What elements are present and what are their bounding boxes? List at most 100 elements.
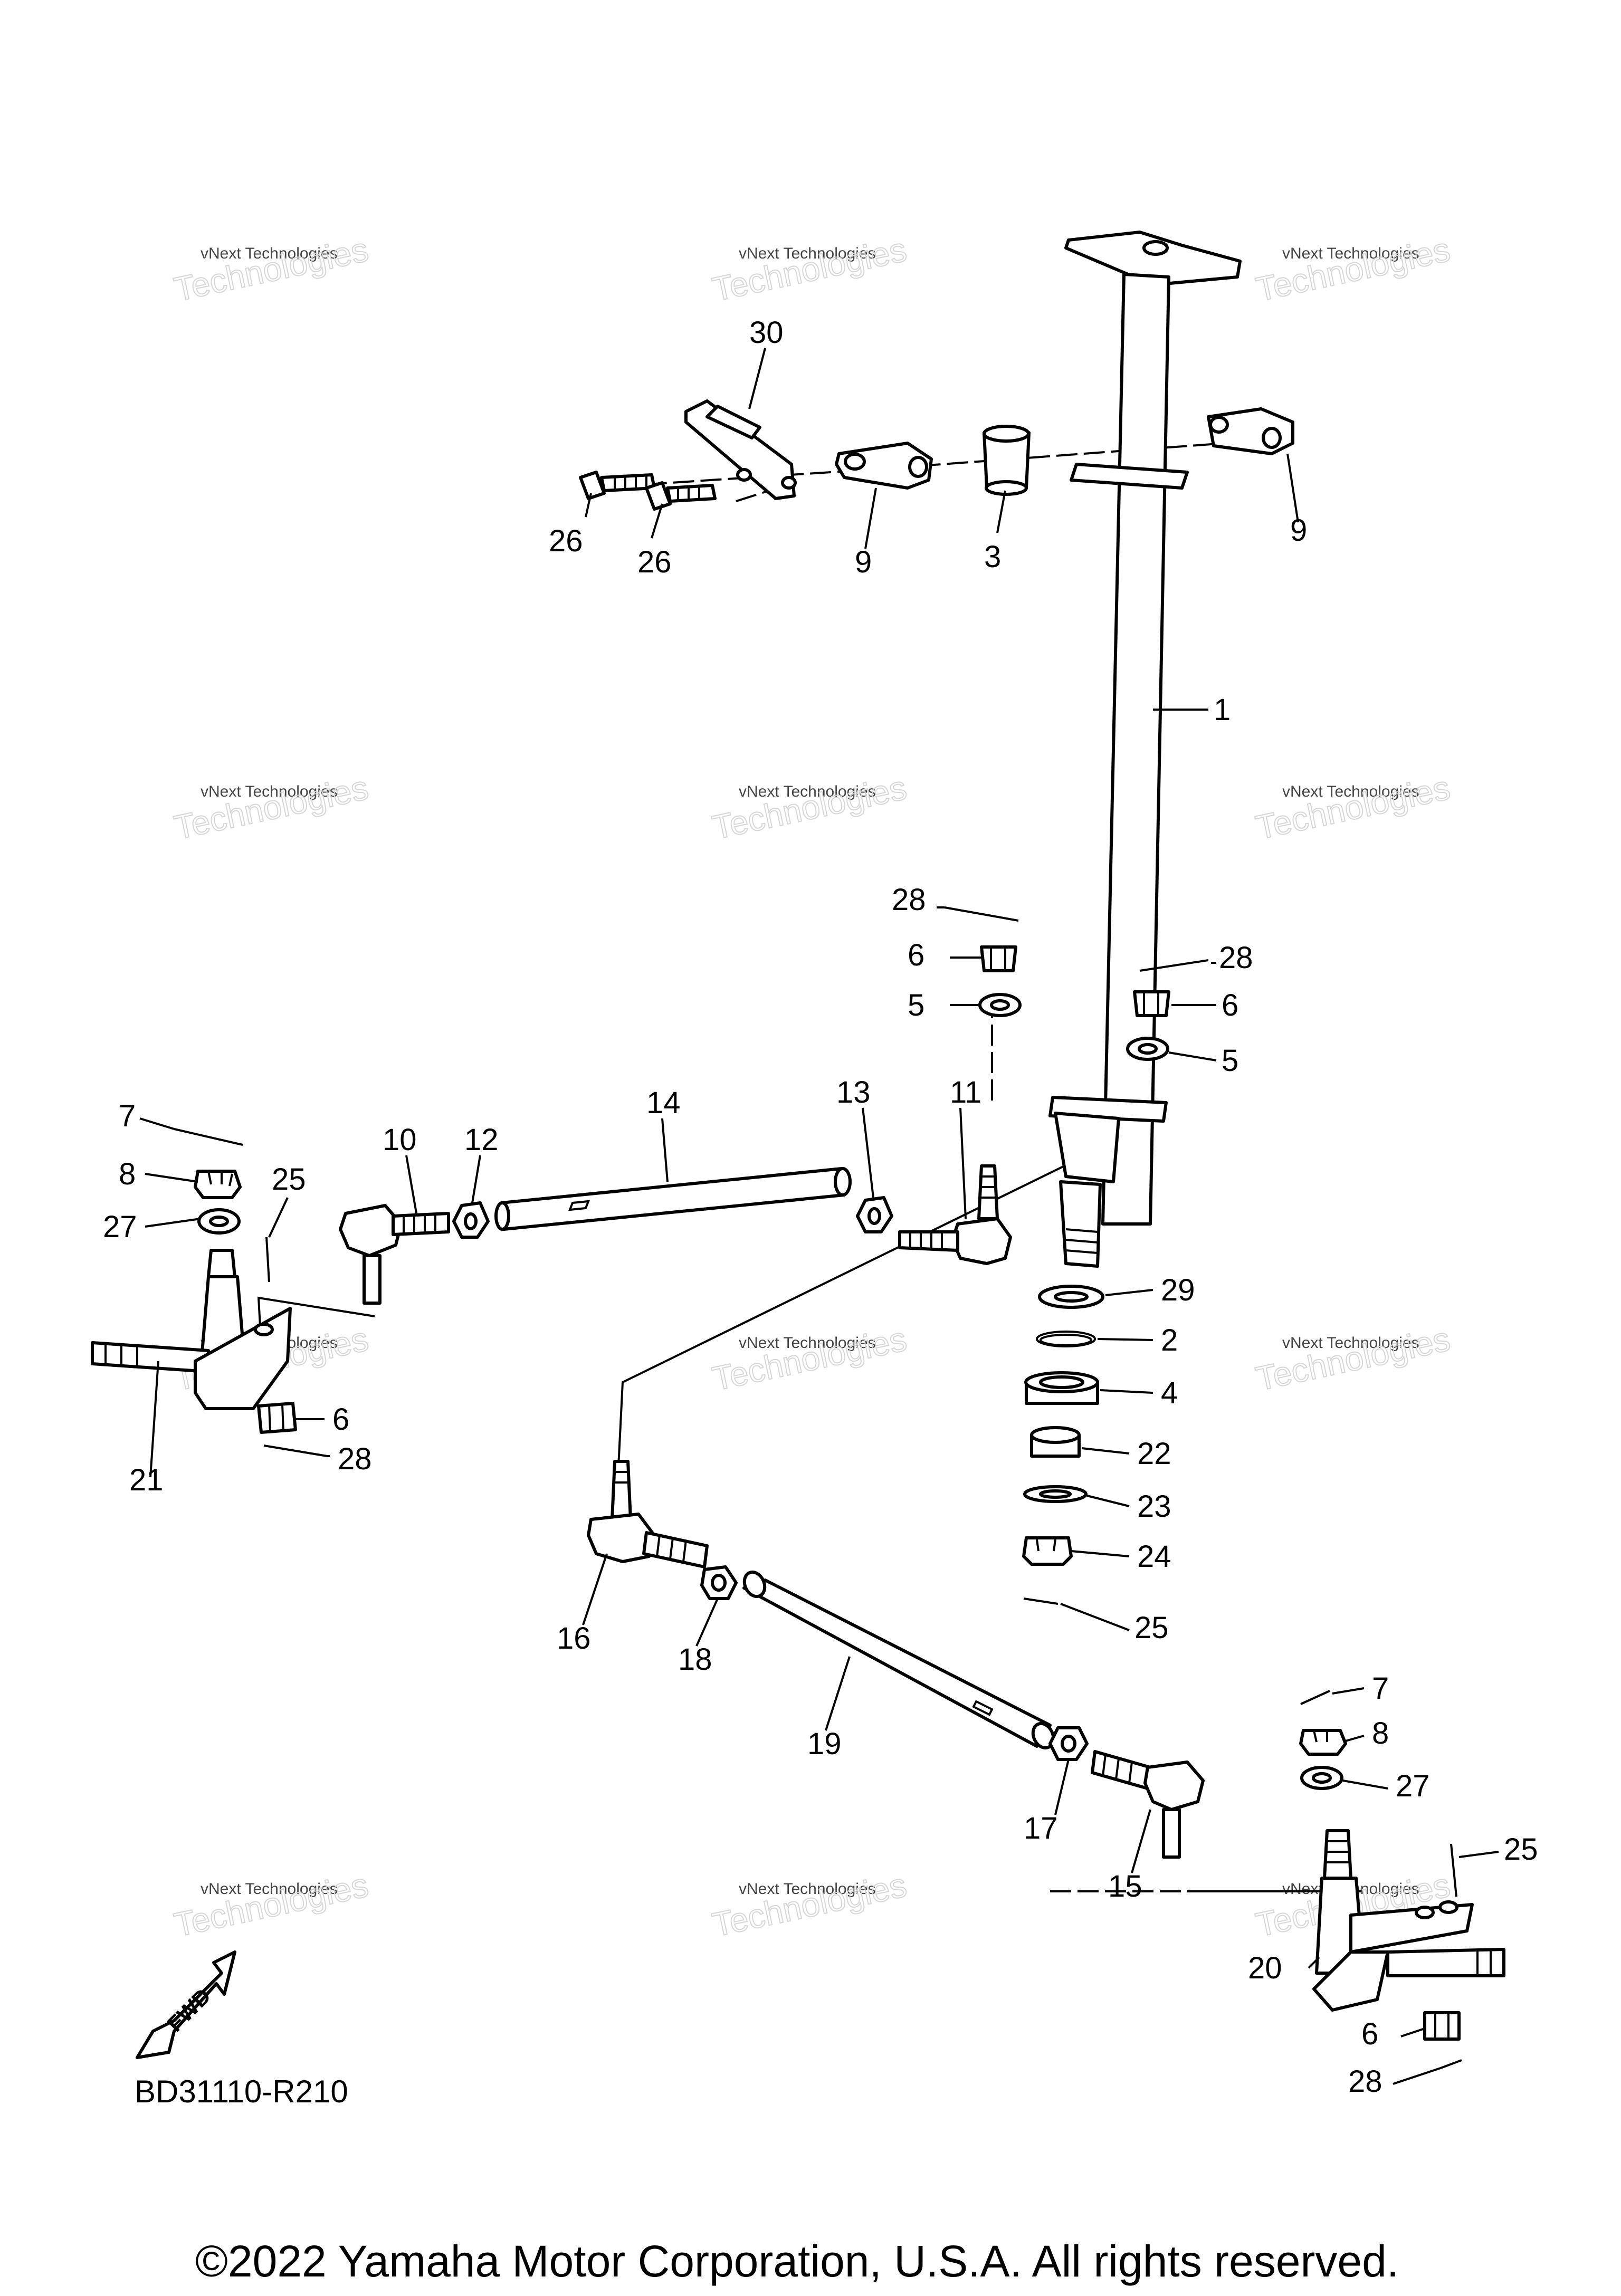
watermark: vNext Technologies Technologies xyxy=(709,768,910,847)
tie-rod-end-left-lower[interactable] xyxy=(587,1460,709,1568)
watermark: vNext Technologies Technologies xyxy=(709,230,910,309)
callout-24: 24 xyxy=(1137,1539,1171,1574)
washer-plate[interactable] xyxy=(1023,1485,1088,1503)
bolt-lower[interactable] xyxy=(645,481,717,511)
tie-rod-end-right-upper[interactable] xyxy=(898,1164,1012,1265)
callout-5: 5 xyxy=(908,988,924,1022)
callout-25: 25 xyxy=(1504,1832,1538,1867)
callout-8: 8 xyxy=(119,1157,136,1191)
hex-nut[interactable] xyxy=(452,1201,490,1239)
callout-15: 15 xyxy=(1108,1869,1142,1903)
tie-rod-lower[interactable] xyxy=(741,1569,1057,1752)
svg-text:Technologies: Technologies xyxy=(709,1866,910,1944)
watermark: vNext Technologies Technologies xyxy=(1252,230,1454,309)
steering-knuckle-right[interactable] xyxy=(1312,1829,1505,2012)
callout-3: 3 xyxy=(984,540,1001,574)
assembly-line-pitman xyxy=(616,1128,1140,1488)
svg-text:Technologies: Technologies xyxy=(1253,231,1453,309)
callout-28: 28 xyxy=(1348,2064,1382,2099)
callout-4: 4 xyxy=(1161,1376,1178,1410)
assembly-line-bolts xyxy=(736,482,795,502)
svg-text:vNext Technologies: vNext Technologies xyxy=(201,783,338,800)
tie-rod-upper[interactable] xyxy=(494,1167,852,1231)
forward-arrow-icon: FWD xyxy=(136,1950,236,2059)
watermark-layer: vNext Technologies Technologies vNext Te… xyxy=(170,230,1454,1945)
callout-17: 17 xyxy=(1024,1811,1058,1845)
callout-9: 9 xyxy=(1290,513,1307,548)
steering-column[interactable] xyxy=(1048,231,1242,1268)
svg-text:vNext Technologies: vNext Technologies xyxy=(1282,783,1419,800)
castle-nut[interactable] xyxy=(1133,990,1170,1017)
hex-nut[interactable] xyxy=(856,1196,893,1233)
watermark: vNext Technologies Technologies xyxy=(1252,1319,1454,1399)
callout-1: 1 xyxy=(1214,693,1231,727)
cotter-pin[interactable] xyxy=(1139,959,1209,972)
circlip[interactable] xyxy=(1036,1331,1096,1347)
cotter-pin[interactable] xyxy=(174,1128,243,1146)
callout-6: 6 xyxy=(908,938,924,972)
hex-nut[interactable] xyxy=(700,1565,738,1600)
callout-8: 8 xyxy=(1372,1716,1389,1750)
watermark: vNext Technologies Technologies xyxy=(709,1319,910,1399)
callout-28: 28 xyxy=(1219,941,1253,975)
cotter-pin[interactable] xyxy=(265,1237,270,1283)
washer[interactable] xyxy=(1126,1037,1169,1061)
cotter-pin[interactable] xyxy=(263,1444,328,1457)
castle-nut[interactable] xyxy=(1423,2011,1461,2041)
callout-29: 29 xyxy=(1161,1273,1195,1307)
svg-text:vNext Technologies: vNext Technologies xyxy=(739,1334,876,1352)
callout-26: 26 xyxy=(549,524,583,558)
callout-22: 22 xyxy=(1137,1437,1171,1471)
washer[interactable] xyxy=(197,1208,241,1235)
cotter-pin[interactable] xyxy=(1023,1597,1059,1605)
callout-20: 20 xyxy=(1248,1951,1282,1985)
svg-text:Technologies: Technologies xyxy=(171,769,371,847)
bearing[interactable] xyxy=(1024,1371,1099,1405)
steering-knuckle-left[interactable] xyxy=(91,1249,292,1410)
nut-lower[interactable] xyxy=(1022,1536,1073,1566)
collar[interactable] xyxy=(1030,1426,1081,1458)
washer[interactable] xyxy=(1300,1766,1343,1790)
svg-text:Technologies: Technologies xyxy=(709,231,910,309)
washer[interactable] xyxy=(978,993,1022,1017)
castle-nut[interactable] xyxy=(980,945,1017,972)
svg-text:Technologies: Technologies xyxy=(1253,769,1453,847)
oil-seal[interactable] xyxy=(1038,1285,1104,1309)
lock-nut[interactable] xyxy=(1299,1729,1347,1756)
watermark: vNext Technologies Technologies xyxy=(170,768,372,847)
callout-27: 27 xyxy=(1396,1769,1430,1803)
svg-text:vNext Technologies: vNext Technologies xyxy=(739,783,876,800)
svg-text:vNext Technologies: vNext Technologies xyxy=(739,245,876,262)
callout-6: 6 xyxy=(1222,988,1238,1022)
svg-text:vNext Technologies: vNext Technologies xyxy=(201,245,338,262)
watermark: vNext Technologies Technologies xyxy=(170,230,372,309)
callout-6: 6 xyxy=(1361,2017,1378,2051)
cotter-pin[interactable] xyxy=(1440,2059,1462,2069)
cotter-pin[interactable] xyxy=(1450,1843,1457,1897)
tie-rod-end-right-lower[interactable] xyxy=(1091,1750,1205,1859)
tie-rod-end-left-upper[interactable] xyxy=(339,1204,450,1305)
leader-lines xyxy=(139,348,1499,2085)
cotter-pin[interactable] xyxy=(944,906,1019,922)
callout-5: 5 xyxy=(1222,1044,1238,1078)
svg-text:vNext Technologies: vNext Technologies xyxy=(201,1880,338,1898)
assembly-lines xyxy=(257,439,1361,1892)
clamp-left[interactable] xyxy=(835,442,933,490)
clamp-right[interactable] xyxy=(1207,407,1294,455)
lock-nut[interactable] xyxy=(194,1170,242,1199)
watermark: vNext Technologies Technologies xyxy=(170,1866,372,1945)
callout-12: 12 xyxy=(464,1123,499,1157)
svg-text:Technologies: Technologies xyxy=(171,231,371,309)
cotter-pin[interactable] xyxy=(1300,1690,1330,1705)
bracket[interactable] xyxy=(684,399,797,500)
callout-6: 6 xyxy=(332,1402,349,1437)
bushing[interactable] xyxy=(983,425,1031,496)
callout-25: 25 xyxy=(272,1162,306,1197)
callout-28: 28 xyxy=(892,883,926,917)
castle-nut[interactable] xyxy=(257,1402,297,1434)
hex-nut[interactable] xyxy=(1048,1726,1089,1761)
callout-2: 2 xyxy=(1161,1323,1178,1357)
bolt-upper[interactable] xyxy=(579,471,656,500)
watermark: vNext Technologies Technologies xyxy=(1252,768,1454,847)
svg-text:Technologies: Technologies xyxy=(171,1866,371,1944)
